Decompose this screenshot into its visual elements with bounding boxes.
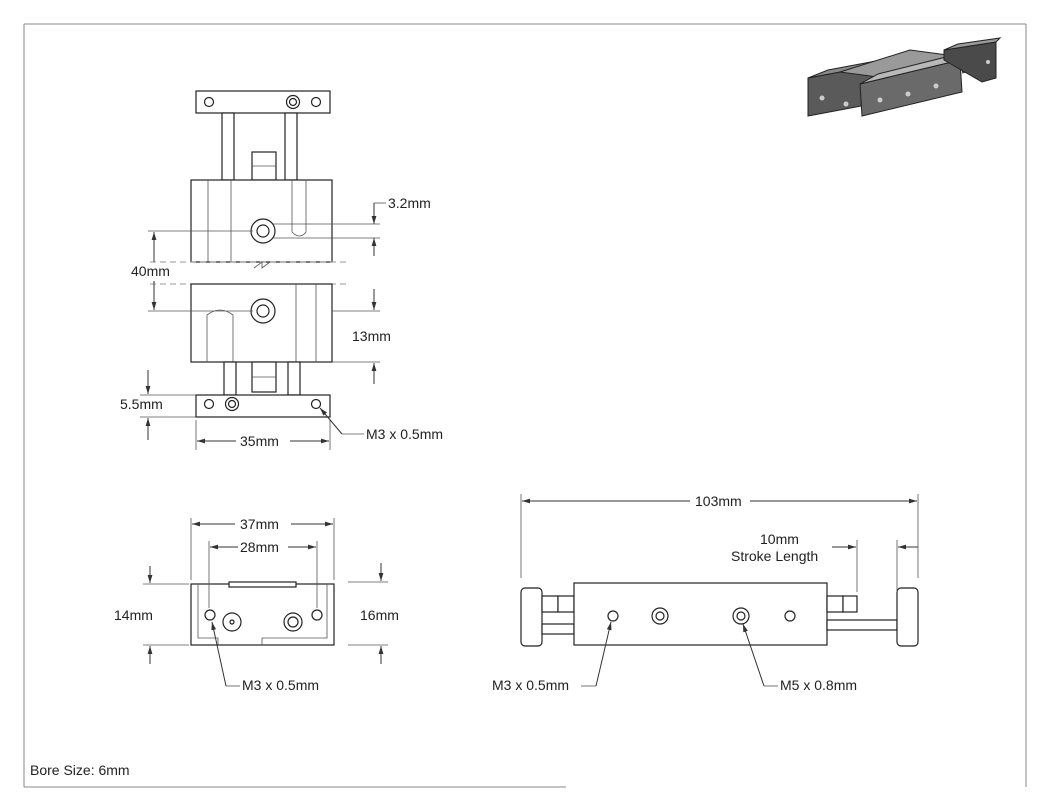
end-plate-left xyxy=(520,587,543,647)
sheet-border xyxy=(23,23,1027,788)
thread-callout: M3 x 0.5mm xyxy=(366,426,443,442)
plate-hole xyxy=(203,96,215,108)
rod xyxy=(826,619,898,631)
thread-callout-port: M5 x 0.8mm xyxy=(780,677,857,693)
dim-103: 103mm xyxy=(695,493,742,509)
end-plate-right xyxy=(896,587,919,647)
lower-end-plate xyxy=(195,394,331,418)
dim-13: 13mm xyxy=(352,328,391,344)
dim-16: 16mm xyxy=(360,607,399,623)
plate-hole xyxy=(203,398,215,410)
dim-3-2: 3.2mm xyxy=(388,195,431,211)
stroke-value: 10mm xyxy=(760,531,799,547)
nut xyxy=(541,595,559,613)
nut xyxy=(557,595,575,613)
dim-37: 37mm xyxy=(240,516,279,532)
dim-35: 35mm xyxy=(240,433,279,449)
dim-5-5: 5.5mm xyxy=(120,396,163,412)
mount-hole xyxy=(784,610,796,622)
mount-hole xyxy=(311,609,323,621)
mount-hole xyxy=(204,609,216,621)
mount-hole xyxy=(607,610,619,622)
plate-hole xyxy=(310,96,322,108)
guide-rod xyxy=(284,112,298,181)
dim-28: 28mm xyxy=(240,539,279,555)
end-view: 37mm 28mm 14mm 16mm M3 x 0.5mm xyxy=(114,516,399,693)
thread-callout: M3 x 0.5mm xyxy=(242,677,319,693)
thread-callout-small: M3 x 0.5mm xyxy=(492,677,569,693)
dim-14: 14mm xyxy=(114,607,153,623)
guide-rod xyxy=(287,361,301,396)
bore-size-label: Bore Size: 6mm xyxy=(30,762,130,778)
guide-rod xyxy=(221,112,235,181)
top-view: 3.2mm 40mm 13mm 5.5mm 35mm M3 x 0.5mm xyxy=(120,90,443,450)
guide-rod xyxy=(223,361,237,396)
side-view: 103mm 10mm Stroke Length M3 x 0.5mm M5 x… xyxy=(492,493,919,693)
nut xyxy=(842,595,858,613)
stroke-label: Stroke Length xyxy=(731,548,818,564)
dim-40: 40mm xyxy=(131,263,170,279)
nut xyxy=(826,595,844,613)
rod xyxy=(541,623,575,635)
isometric-view xyxy=(807,37,1002,117)
upper-end-plate xyxy=(195,90,331,114)
plate-hole xyxy=(310,398,322,410)
